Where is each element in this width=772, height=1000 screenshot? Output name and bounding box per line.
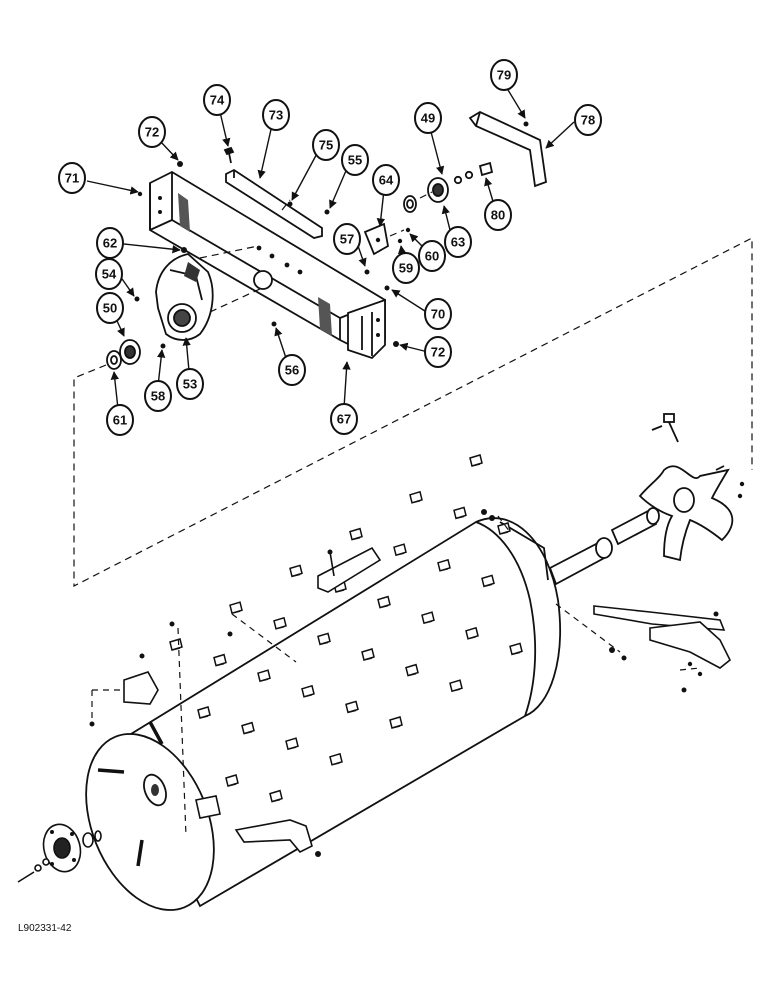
top-bracket	[317, 546, 382, 593]
beater-lug	[509, 642, 523, 656]
callout-72: 72	[145, 125, 159, 140]
callout-54: 54	[102, 267, 117, 282]
beater-lug	[405, 663, 419, 677]
callout-50: 50	[103, 301, 117, 316]
callout-circles	[58, 59, 602, 436]
beater-lugs	[169, 454, 523, 803]
drum-body	[116, 517, 561, 908]
callout-72b: 72	[431, 345, 445, 360]
callout-56: 56	[285, 363, 299, 378]
beater-lug	[257, 669, 271, 683]
assembly-guide-lines	[73, 191, 753, 587]
callout-80: 80	[491, 208, 505, 223]
callout-60: 60	[425, 249, 439, 264]
beater-lug	[317, 632, 331, 646]
beater-lug	[349, 527, 363, 541]
callout-49: 49	[421, 111, 435, 126]
beater-lug	[481, 574, 495, 588]
drive-hub	[17, 823, 102, 883]
callout-61: 61	[113, 413, 127, 428]
drum-brackets	[123, 546, 732, 853]
lower-guide-lines	[91, 515, 701, 837]
callout-70: 70	[431, 307, 445, 322]
callout-59: 59	[399, 261, 413, 276]
beater-lug	[393, 543, 407, 557]
lug-sample	[195, 795, 221, 819]
beater-lug	[229, 601, 243, 615]
beater-lug	[269, 789, 283, 803]
beater-lug	[437, 558, 451, 572]
beater-lug	[453, 506, 467, 520]
beater-lug	[421, 611, 435, 625]
callout-58: 58	[151, 389, 165, 404]
beater-lug	[169, 638, 183, 651]
callout-78: 78	[581, 113, 595, 128]
frame-end-plate	[347, 298, 386, 360]
beater-lug	[213, 653, 227, 667]
beater-lug	[377, 595, 391, 609]
beater-lug	[225, 774, 239, 787]
beater-lug	[285, 737, 299, 751]
bottom-bracket	[234, 819, 313, 853]
beater-lug	[197, 706, 211, 719]
beater-lug	[289, 564, 303, 578]
beater-lug	[345, 700, 359, 714]
beater-lug	[469, 454, 483, 467]
callout-55: 55	[348, 153, 362, 168]
callout-73: 73	[269, 108, 283, 123]
callout-53: 53	[183, 377, 197, 392]
lower-hardware	[89, 481, 745, 857]
callout-57: 57	[340, 232, 354, 247]
callout-71: 71	[65, 171, 79, 186]
right-skid	[649, 621, 732, 669]
figure-reference-id: L902331-42	[18, 923, 72, 934]
callout-64: 64	[379, 173, 394, 188]
left-cover	[123, 671, 159, 705]
beater-lug	[389, 716, 403, 729]
beater-lug	[409, 490, 423, 504]
beater-lug	[497, 522, 511, 535]
beater-lug	[465, 626, 479, 640]
beater-lug	[329, 752, 343, 766]
callout-labels: 71 72 74 73 75 55 49 79 78 64 62 54 57 5…	[65, 68, 595, 428]
beater-lug	[241, 721, 255, 735]
callout-63: 63	[451, 235, 465, 250]
beater-lug	[361, 648, 375, 661]
beater-lug	[301, 684, 315, 698]
impeller	[638, 413, 734, 562]
beater-lug	[273, 616, 287, 630]
callout-75: 75	[319, 138, 333, 153]
callout-67: 67	[337, 412, 351, 427]
beater-drum-assembly	[85, 507, 660, 911]
callout-74: 74	[210, 93, 225, 108]
callout-79: 79	[497, 68, 511, 83]
shield-plate	[468, 110, 547, 188]
upper-frame-assembly	[106, 110, 547, 370]
beater-lug	[449, 679, 463, 693]
callout-62: 62	[103, 236, 117, 251]
